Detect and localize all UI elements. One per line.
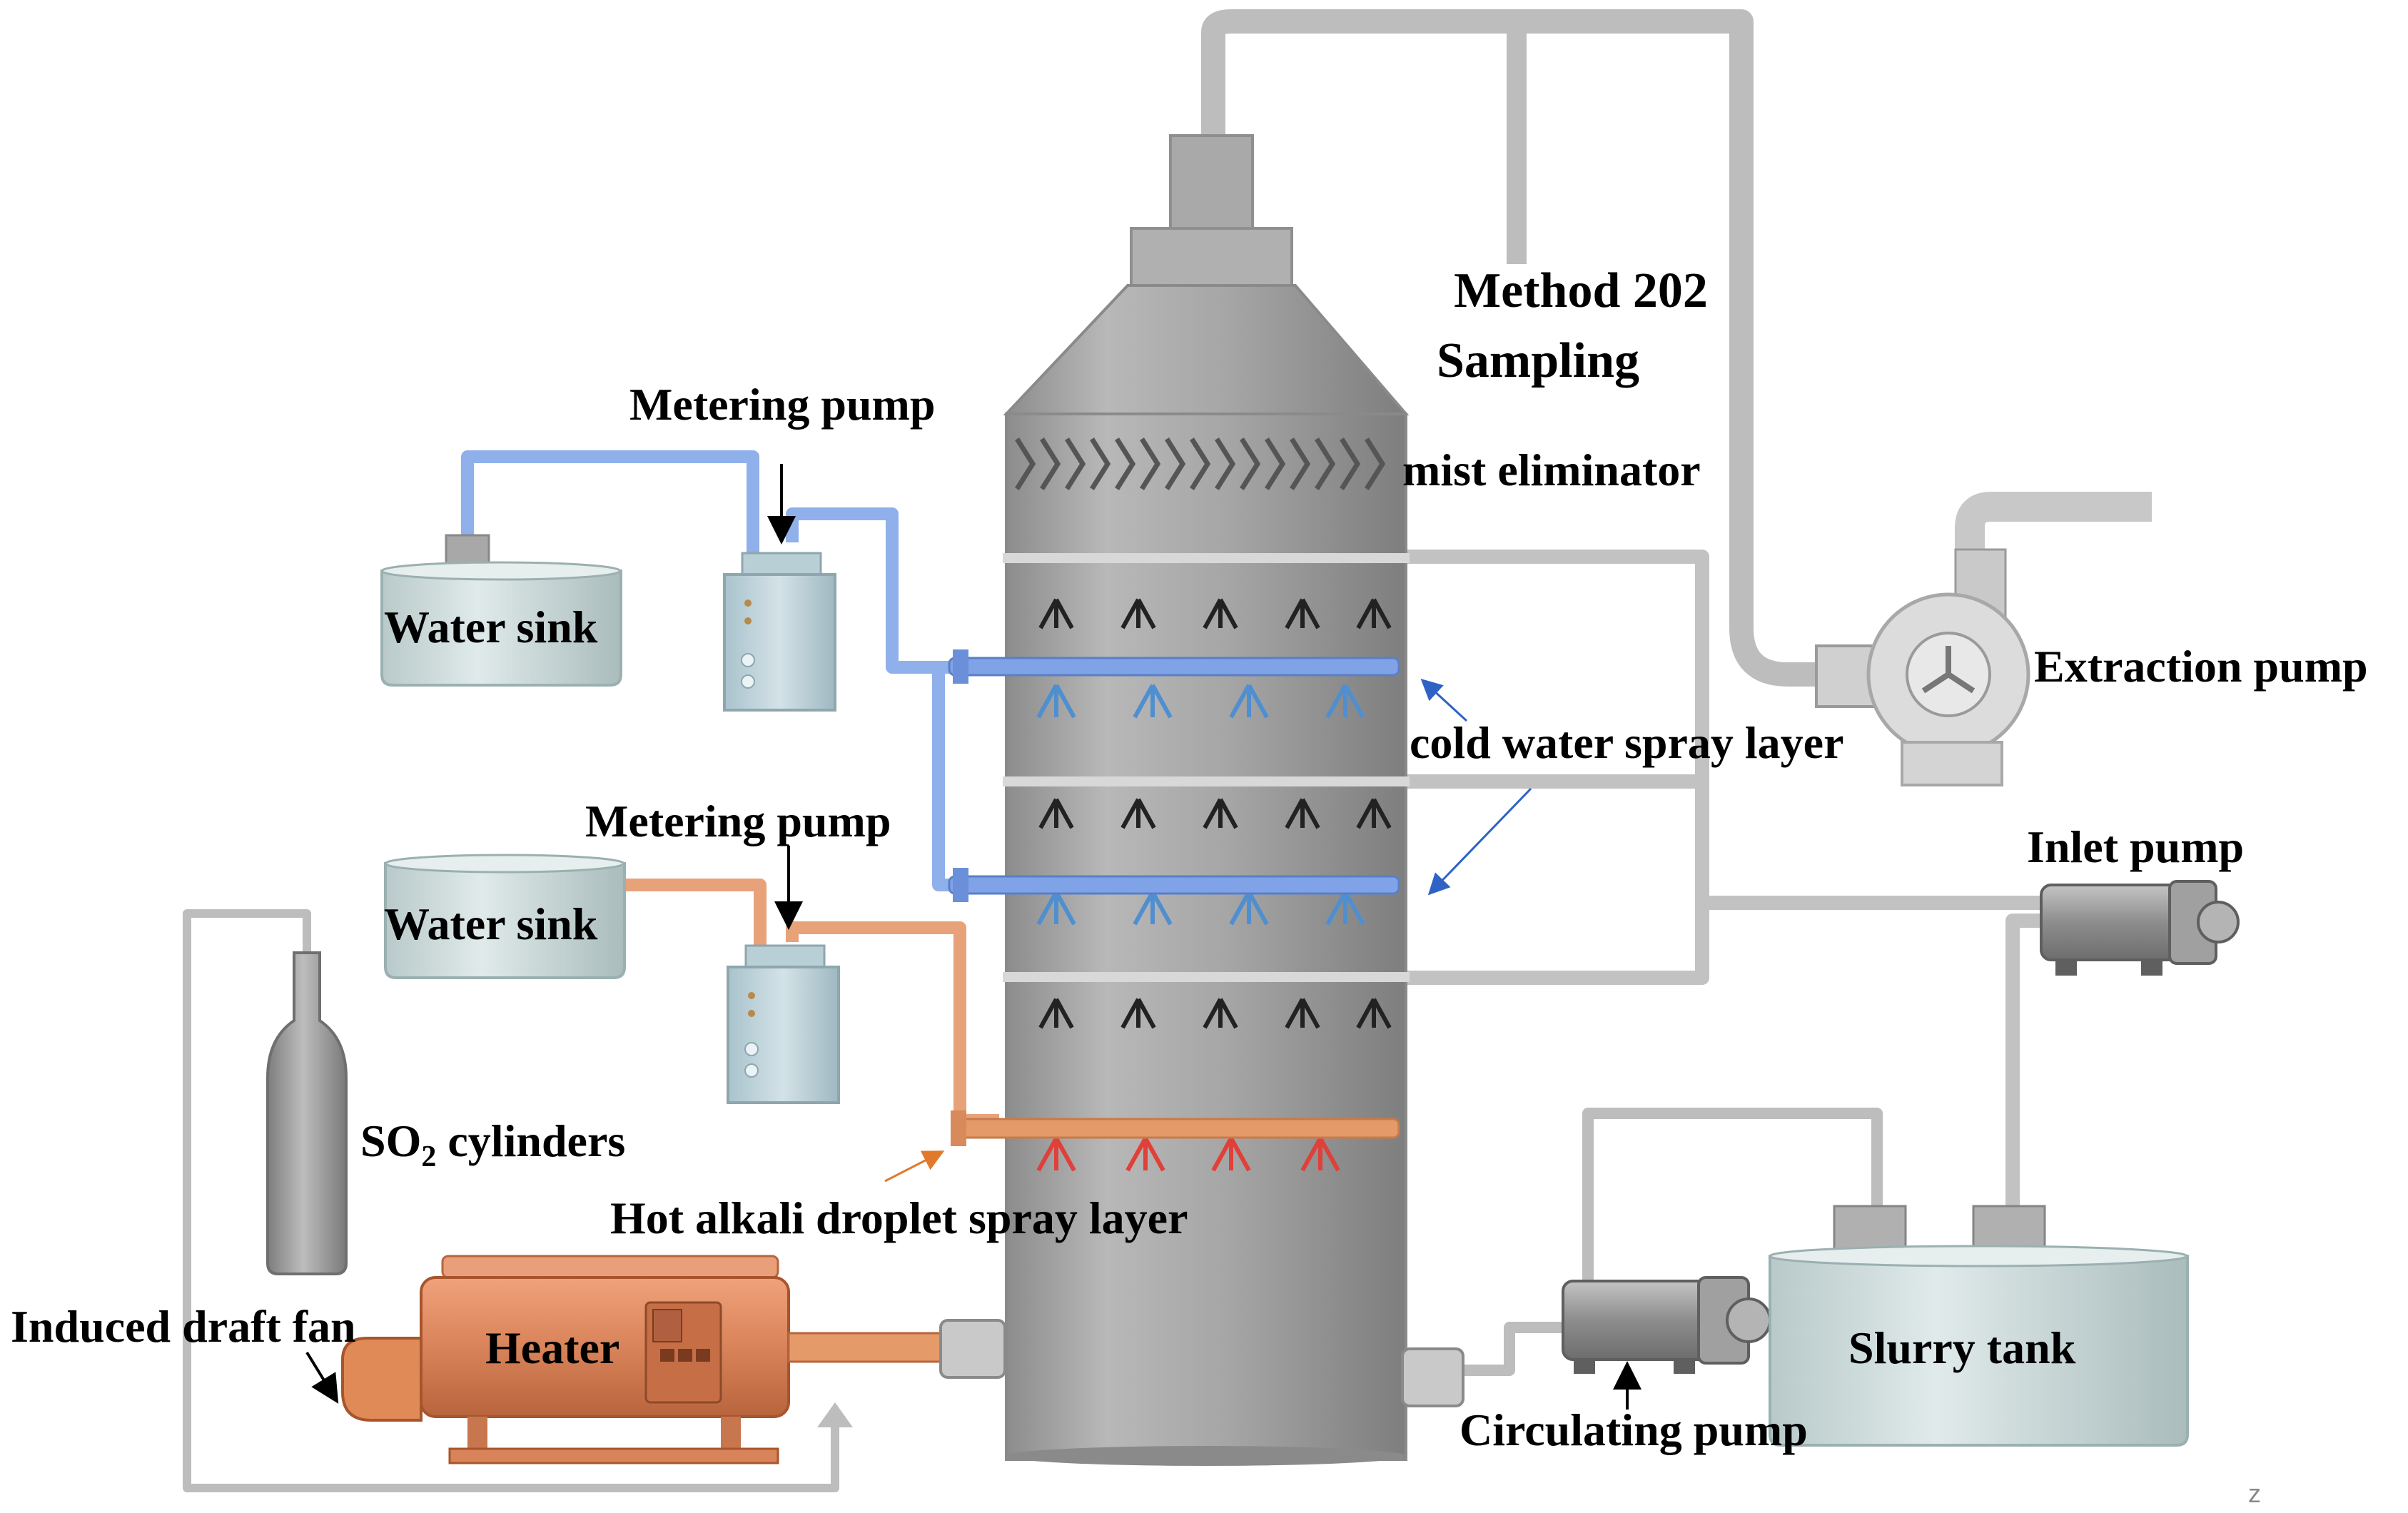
water-sink-bottom-shape (384, 854, 626, 979)
heater-unit (341, 1255, 1006, 1464)
metering-pump-top-label: Metering pump (629, 379, 935, 430)
blue-spray-headers (948, 649, 1400, 902)
corner-mark: z (2248, 1479, 2261, 1508)
slurry-tank-label: Slurry tank (1848, 1322, 2076, 1373)
red-spray-fans (1036, 1137, 1340, 1172)
hot-spray-header (955, 1118, 1400, 1139)
so2-suffix: cylinders (436, 1115, 625, 1166)
heater-label: Heater (485, 1322, 619, 1373)
so2-cylinder-shape (266, 951, 348, 1275)
so2-prefix: SO (360, 1115, 421, 1166)
method202-label-line1: Method 202 (1454, 263, 1708, 318)
so2-feed-arrowhead (817, 1402, 853, 1427)
so2-feed-line (183, 909, 839, 1492)
inlet-pump-label: Inlet pump (2027, 821, 2244, 872)
slurry-tank-shape (1769, 1205, 2189, 1447)
so2-cylinders-label: SO2 cylinders (360, 1115, 625, 1173)
mist-eliminator-chevrons (1015, 437, 1386, 490)
extraction-pump-label: Extraction pump (2034, 641, 2368, 692)
water-sink-bottom-label: Water sink (384, 899, 598, 949)
water-sink-top-shape (380, 534, 622, 687)
extraction-pump-shape (1815, 492, 2152, 786)
absorption-tower (1003, 134, 1410, 1466)
so2-subscript: 2 (421, 1140, 436, 1173)
mist-eliminator-label: mist eliminator (1402, 445, 1701, 495)
metering-pump-top-shape (723, 552, 836, 712)
method202-label-line2: Sampling (1437, 333, 1639, 388)
metering-pump-bottom-shape (727, 944, 840, 1104)
cold-water-spray-label: cold water spray layer (1410, 717, 1843, 768)
black-spray-arrows (1038, 598, 1392, 1029)
metering-pump-bottom-label: Metering pump (585, 796, 891, 846)
circulating-pump-shape (1562, 1276, 1771, 1374)
tower-outlet-flange (1401, 1347, 1464, 1407)
pointer-arrows (305, 464, 1641, 1410)
blue-spray-fans (1036, 684, 1365, 926)
circulating-pump-label: Circulating pump (1460, 1405, 1808, 1455)
top-exhaust-pipe (1201, 9, 1827, 687)
induced-draft-fan-label: Induced draft fan (11, 1301, 356, 1352)
hot-spray-flange (951, 1110, 966, 1146)
inlet-pump-shape (2040, 880, 2240, 976)
water-sink-top-label: Water sink (384, 602, 598, 652)
hot-alkali-spray-label: Hot alkali droplet spray layer (610, 1193, 1188, 1243)
